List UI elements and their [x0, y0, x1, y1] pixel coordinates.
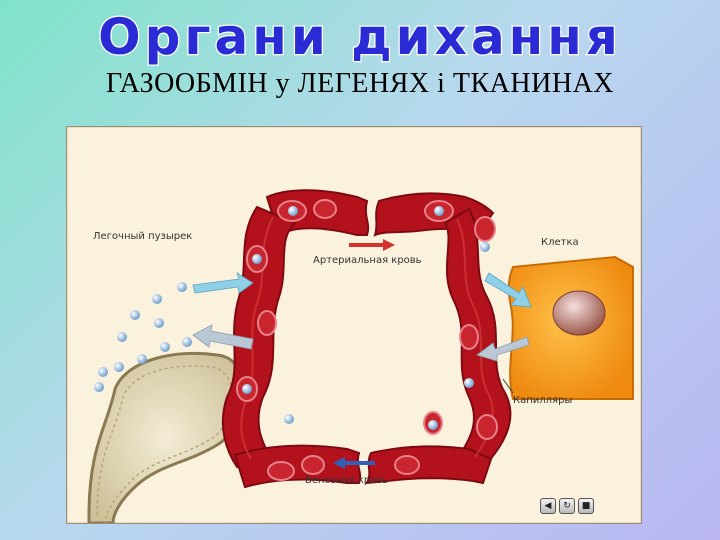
slide-title: Органи дихання	[98, 8, 622, 66]
label-arterial-blood: Артериальная кровь	[313, 255, 422, 266]
oxygen-molecules	[94, 282, 192, 392]
alveolus	[87, 282, 245, 525]
oxygen-arrow-right	[484, 272, 532, 308]
label-capillaries: Капилляры	[513, 395, 572, 406]
gas-arrows	[192, 239, 532, 469]
cell-nucleus	[552, 290, 606, 336]
label-alveolus: Легочный пузырек	[93, 231, 192, 242]
oxygen-arrow-left	[192, 272, 254, 294]
media-controls: ◀ ↻ ■	[540, 498, 594, 514]
replay-icon: ↻	[563, 501, 571, 511]
previous-button[interactable]: ◀	[540, 498, 556, 514]
tissue-cell	[507, 255, 634, 400]
blood-oxygen-molecules	[242, 206, 490, 430]
stop-button[interactable]: ■	[578, 498, 594, 514]
arterial-flow-arrow	[349, 239, 395, 251]
label-venous-blood: Венозная кровь	[305, 475, 388, 486]
slide-subtitle: ГАЗООБМІН у ЛЕГЕНЯХ і ТКАНИНАХ	[105, 68, 615, 99]
venous-flow-arrow	[333, 457, 375, 469]
carbon-dioxide-arrow-left	[192, 324, 254, 350]
replay-button[interactable]: ↻	[559, 498, 575, 514]
carbon-dioxide-arrow-right	[476, 336, 530, 362]
capillary-vessel	[221, 189, 512, 489]
label-cell: Клетка	[541, 237, 579, 248]
slide-title-wordart: Органи дихання	[97, 7, 622, 68]
capillaries-pointer	[502, 378, 514, 394]
stop-icon: ■	[581, 501, 591, 511]
diagram-canvas: Легочный пузырек Артериальная кровь Клет…	[87, 189, 634, 525]
previous-icon: ◀	[544, 501, 552, 511]
gas-exchange-diagram: Легочный пузырек Артериальная кровь Клет…	[66, 126, 642, 525]
